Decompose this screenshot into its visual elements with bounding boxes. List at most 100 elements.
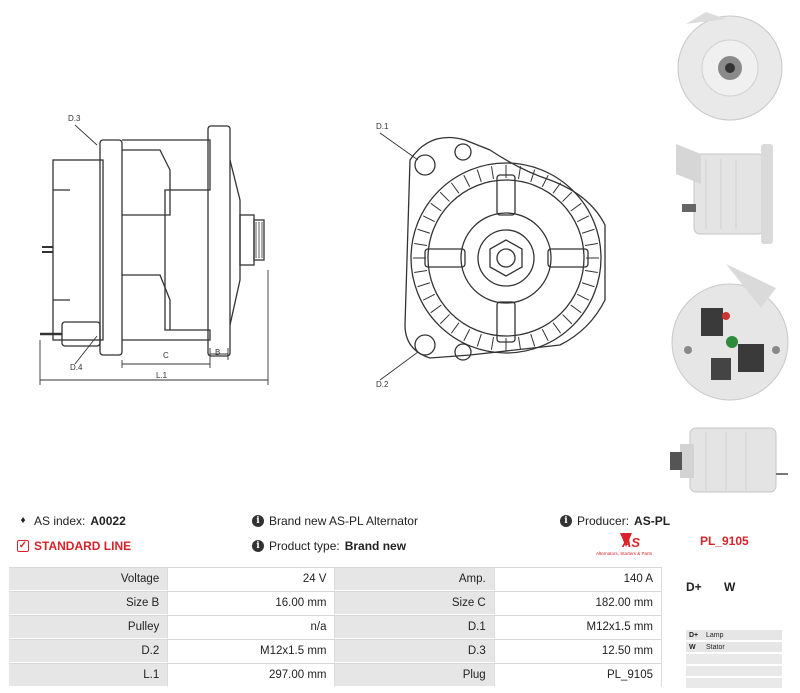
- standard-line-label: STANDARD LINE: [34, 539, 132, 553]
- checkbox-icon: ✓: [17, 540, 29, 552]
- stator-outline: [122, 139, 211, 341]
- photo-side-view: [676, 144, 773, 244]
- info-icon: i: [252, 540, 264, 552]
- rear-housing-flange: [99, 139, 123, 356]
- shaft-hub: [239, 214, 255, 266]
- product-type: i Product type: Brand new: [252, 539, 406, 553]
- spec-value: 182.00 mm: [493, 591, 662, 615]
- info-icon: i: [560, 515, 572, 527]
- fan-slot: [581, 228, 595, 234]
- spec-value: M12x1.5 mm: [167, 639, 336, 663]
- as-index-value: A0022: [90, 514, 126, 528]
- fan-slot: [476, 333, 482, 347]
- fan-slot: [439, 314, 450, 325]
- fan-slot: [463, 174, 471, 187]
- part-code: PL_9105: [700, 534, 749, 548]
- front-view-outline: [404, 136, 606, 359]
- spec-label: Pulley: [9, 615, 168, 639]
- fan-slot: [584, 242, 598, 246]
- shaft-nut: [489, 239, 523, 277]
- mount-hole-d1: [414, 154, 436, 176]
- mount-hole-d2: [414, 334, 436, 356]
- fan-slot: [450, 322, 460, 334]
- rear-cover-outline: [52, 159, 104, 341]
- product-type-value: Brand new: [344, 539, 407, 553]
- standard-line: ✓ STANDARD LINE: [17, 539, 131, 553]
- fan-slot: [430, 304, 442, 314]
- spec-value: 12.50 mm: [493, 639, 662, 663]
- fan-slot: [490, 336, 494, 350]
- legend-desc: Stator: [706, 643, 725, 651]
- fan-ring-outer: [410, 162, 602, 354]
- spec-label: D.1: [335, 615, 494, 639]
- fan-slot: [414, 242, 428, 246]
- fan-slot: [450, 182, 460, 194]
- spec-value: PL_9105: [493, 663, 662, 687]
- label-l1: L.1: [156, 371, 168, 380]
- legend-code: D+: [689, 631, 699, 639]
- legend-row: W Stator: [686, 642, 782, 652]
- producer-value: AS-PL: [634, 514, 671, 528]
- label-b: B: [215, 348, 220, 357]
- fan-ring-inner: [427, 179, 585, 337]
- legend-desc: Lamp: [706, 631, 724, 639]
- terminal-w: W: [724, 580, 736, 594]
- product-type-label: Product type:: [269, 539, 340, 553]
- spec-label: Voltage: [9, 567, 168, 591]
- technical-drawing: D.3 D.4 C B L.1 D.1 D.2: [39, 114, 606, 389]
- spec-label: Amp.: [335, 567, 494, 591]
- fan-slot: [562, 314, 573, 325]
- legend-code: W: [689, 643, 696, 651]
- fan-slot: [552, 322, 562, 334]
- terminal-d-plus: D+: [686, 580, 702, 594]
- spec-label: D.3: [335, 639, 494, 663]
- brand-new-info: i Brand new AS-PL Alternator: [252, 514, 418, 528]
- fan-slot: [430, 202, 442, 212]
- info-icon: i: [252, 515, 264, 527]
- front-housing-flange: [207, 125, 231, 357]
- fan-slot: [581, 282, 595, 288]
- fan-slot: [417, 282, 431, 288]
- fan-slot: [518, 166, 522, 180]
- as-index-label: AS index:: [34, 514, 86, 528]
- label-d2: D.2: [376, 380, 389, 389]
- fan-slot: [570, 304, 582, 314]
- photo-rear-view: [671, 264, 789, 401]
- fan-slot: [476, 169, 482, 183]
- spec-value: 140 A: [493, 567, 662, 591]
- spec-label: Size C: [335, 591, 494, 615]
- legend-row: [686, 666, 782, 676]
- producer: i Producer: AS-PL: [560, 514, 670, 528]
- fan-slot: [414, 270, 428, 274]
- label-d3: D.3: [68, 114, 81, 123]
- legend-row: D+ Lamp: [686, 630, 782, 640]
- fan-slot: [541, 174, 549, 187]
- as-pl-logo: AS Alternators, Starters & Parts: [596, 533, 653, 556]
- spec-value: n/a: [167, 615, 336, 639]
- legend-row: [686, 678, 782, 688]
- spec-label: D.2: [9, 639, 168, 663]
- pulley-ring: [460, 212, 552, 304]
- spec-label: Size B: [9, 591, 168, 615]
- producer-label: Producer:: [577, 514, 630, 528]
- fan-slot: [422, 215, 435, 223]
- label-c: C: [163, 351, 169, 360]
- fan-slot: [562, 191, 573, 202]
- legend-row: [686, 654, 782, 664]
- fan-slot: [518, 336, 522, 350]
- product-photos: [662, 0, 800, 500]
- fan-slot: [584, 270, 598, 274]
- fan-slot: [530, 169, 536, 183]
- label-d1: D.1: [376, 122, 389, 131]
- brand-new-text: Brand new AS-PL Alternator: [269, 514, 418, 528]
- label-d4: D.4: [70, 363, 83, 372]
- fan-slot: [530, 333, 536, 347]
- spec-label: L.1: [9, 663, 168, 687]
- spec-value: 16.00 mm: [167, 591, 336, 615]
